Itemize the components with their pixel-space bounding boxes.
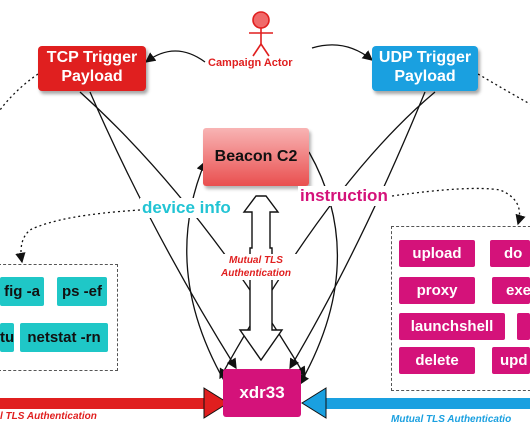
instruction-command: upd [492, 347, 530, 374]
instruction-dotted-connector [391, 187, 526, 226]
left-auth-arrow [0, 387, 229, 419]
instruction-command: do [490, 240, 530, 267]
actor-label: Campaign Actor [208, 57, 293, 69]
xdr-to-beacon-curve [186, 160, 227, 385]
udp-to-xdr-connector [289, 91, 426, 370]
mtls-center-line1: Mutual TLS [229, 255, 283, 266]
udp-trigger-box: UDP Trigger Payload [372, 46, 478, 91]
udp-dotted-connector [477, 73, 530, 105]
device-command: tu [0, 323, 14, 352]
instruction-label: instruction [298, 186, 390, 206]
instruction-command: launchshell [399, 313, 505, 340]
device-command: netstat -rn [20, 323, 108, 352]
tcp-to-xdr-connector [89, 91, 237, 370]
udp-trigger-title: UDP Trigger [378, 49, 472, 66]
beacon-c2-box: Beacon C2 [203, 128, 309, 186]
mtls-left-label: l TLS Authentication [0, 411, 97, 422]
right-auth-arrow [301, 387, 530, 419]
actor-icon [249, 11, 273, 57]
beacon-to-xdr-curve [299, 151, 338, 386]
device-commands-panel [0, 264, 118, 371]
instruction-command: upload [399, 240, 475, 267]
device-info-dotted-connector [15, 209, 141, 264]
instruction-command: exe [492, 277, 530, 304]
tcp-trigger-box: TCP Trigger Payload [38, 46, 146, 91]
device-command: fig -a [0, 277, 44, 306]
instruction-command [517, 313, 530, 340]
actor-to-tcp-connector [144, 50, 206, 63]
xdr33-box: xdr33 [223, 369, 301, 417]
device-command: ps -ef [57, 277, 107, 306]
instruction-command: delete [399, 347, 475, 374]
instruction-command: proxy [399, 277, 475, 304]
udp-curve-connector [219, 91, 436, 380]
tcp-trigger-title: TCP Trigger [46, 49, 138, 66]
actor-to-udp-connector [311, 44, 374, 61]
instruction-commands-panel [391, 226, 530, 391]
device-info-label: device info [140, 198, 233, 218]
mtls-right-label: Mutual TLS Authenticatio [391, 414, 512, 425]
mtls-center-label: Mutual TLS Authentication [206, 254, 306, 280]
udp-trigger-subtitle: Payload [394, 68, 456, 85]
mtls-center-line2: Authentication [221, 268, 291, 279]
tcp-dotted-connector [0, 73, 39, 111]
tcp-trigger-subtitle: Payload [61, 68, 123, 85]
